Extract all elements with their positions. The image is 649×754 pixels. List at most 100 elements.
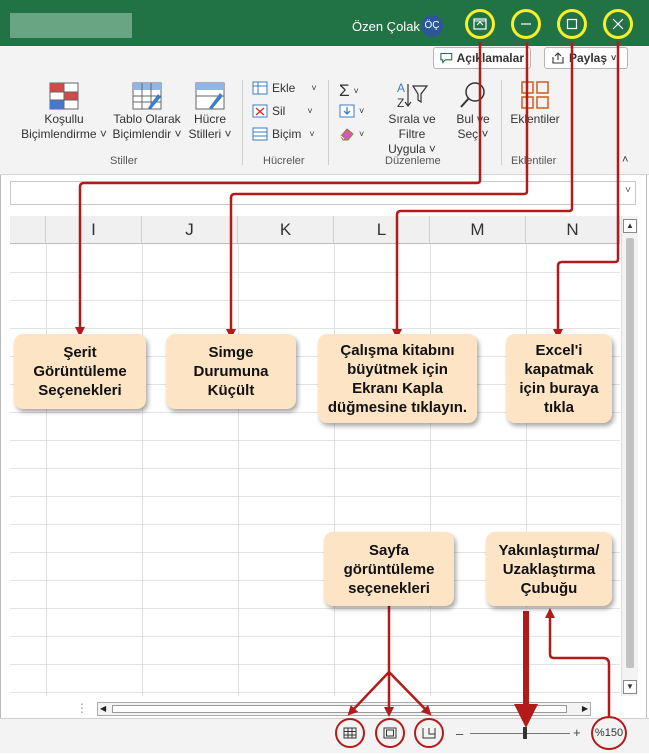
callout-minimize: Simge Durumuna Küçült [166,334,296,409]
tab-split-handle[interactable]: ⋮ [76,701,88,715]
find-select-label2: Seç ˅ [457,127,489,141]
fill-button[interactable]: ˅ [339,104,364,118]
chevron-down-icon: ˅ [307,106,313,116]
ribbon-display-options-button[interactable] [465,9,495,39]
cell-styles-button[interactable]: Hücre Stilleri ˅ [184,82,236,142]
conditional-formatting-button[interactable]: Koşullu Biçimlendirme ˅ [16,82,112,142]
format-cells-icon [252,127,268,141]
gridline [430,244,431,696]
scroll-up-icon[interactable]: ▲ [623,219,637,233]
scroll-right-icon[interactable]: ▶ [581,704,588,713]
zoom-slider-track[interactable] [470,733,570,734]
zoom-out-button[interactable]: – [456,726,464,741]
normal-view-button[interactable] [335,718,365,748]
callout-line: seçenekleri [348,579,430,597]
callout-line: Çalışma kitabını [340,341,455,359]
gridline [334,244,335,696]
column-header-n[interactable]: N [526,216,620,244]
gridline [10,664,620,665]
minimize-button[interactable] [511,9,541,39]
vertical-scrollbar[interactable]: ▲ ▼ [621,216,638,696]
cell-styles-label2: Stilleri ˅ [188,127,232,141]
column-header-l[interactable]: L [334,216,430,244]
clear-button[interactable]: ˅ [339,127,364,141]
editing-group-label: Düzenleme [385,155,441,167]
horizontal-scroll-thumb[interactable] [112,705,567,713]
formula-bar[interactable]: ˅ [10,181,636,205]
format-label: Biçim [272,127,302,141]
svg-text:A: A [397,81,405,95]
search-box[interactable] [10,13,132,38]
format-as-table-button[interactable]: Tablo Olarak Biçimlendir ˅ [110,82,184,142]
gridline [10,636,620,637]
delete-cells-icon [252,104,268,118]
close-button[interactable] [603,9,633,39]
gridline [10,300,620,301]
svg-text:Z: Z [397,96,404,110]
autosum-button[interactable]: Σ ˅ [339,81,359,101]
chevron-down-icon: ˅ [353,86,359,96]
column-header-i[interactable]: I [46,216,142,244]
comments-button[interactable]: Açıklamalar [433,47,531,69]
zoom-in-button[interactable]: + [573,725,581,740]
delete-button[interactable]: Sil ˅ [252,104,313,118]
page-layout-view-button[interactable] [375,718,405,748]
callout-line: Uzaklaştırma [502,560,596,578]
scroll-down-icon[interactable]: ▼ [623,680,637,694]
sigma-icon: Σ [339,81,350,100]
zoom-slider-thumb[interactable] [523,727,527,739]
callout-line: Excel'i [535,341,583,359]
gridline [10,468,620,469]
addins-button[interactable]: Eklentiler [506,80,564,127]
page-layout-icon [383,727,397,739]
worksheet-grid[interactable]: I J K L M N [10,216,620,696]
vertical-scroll-thumb[interactable] [626,238,634,668]
format-as-table-label2: Biçimlendir ˅ [112,127,182,141]
sort-filter-label1: Sırala ve Filtre [388,112,436,141]
find-select-button[interactable]: Bul ve Seç ˅ [451,80,495,142]
title-bar: Özen Çolak ÖÇ [0,0,649,46]
format-as-table-label1: Tablo Olarak [113,112,181,126]
column-header-m[interactable]: M [430,216,526,244]
chevron-down-icon: ˅ [309,129,315,139]
magnifier-icon [460,82,485,108]
chevron-up-icon: ˄ [622,154,629,166]
sort-filter-icon: AZ [397,81,429,110]
gridline [10,580,620,581]
column-header-k[interactable]: K [238,216,334,244]
collapse-ribbon-button[interactable]: ˄ [622,154,628,166]
callout-page-views: Sayfa görüntüleme seçenekleri [324,532,454,606]
callout-line: tıkla [543,398,574,416]
gridline [238,244,239,696]
insert-button[interactable]: Ekle ˅ [252,81,317,95]
cells-group-label: Hücreler [263,155,305,167]
page-break-preview-button[interactable] [414,718,444,748]
callout-line: büyütmek için [347,360,448,378]
callout-line: Çubuğu [520,579,578,597]
callout-ribbon-options: Şerit Görüntüleme Seçenekleri [14,334,146,409]
callout-line: Şerit [63,344,97,361]
zoom-level[interactable]: %150 [591,716,627,750]
column-header[interactable] [10,216,46,244]
column-header-j[interactable]: J [142,216,238,244]
horizontal-scrollbar[interactable]: ◀ ▶ [97,702,591,716]
status-bar [0,718,649,753]
avatar[interactable]: ÖÇ [421,15,443,37]
chevron-down-icon: ˅ [311,83,317,93]
gridline [46,244,47,696]
share-button[interactable]: Paylaş ˅ [544,47,628,69]
chevron-down-icon: ˅ [359,129,365,139]
callout-line: için buraya [519,379,599,397]
callout-zoom-bar: Yakınlaştırma/ Uzaklaştırma Çubuğu [486,532,612,606]
maximize-button[interactable] [557,9,587,39]
gridline [10,384,620,385]
ribbon-separator [328,80,329,165]
gridline [10,524,620,525]
close-icon [612,18,624,30]
format-button[interactable]: Biçim ˅ [252,127,315,141]
styles-group-label: Stiller [110,155,138,167]
gridline [10,608,620,609]
gridline [10,328,620,329]
scroll-left-icon[interactable]: ◀ [100,704,107,713]
